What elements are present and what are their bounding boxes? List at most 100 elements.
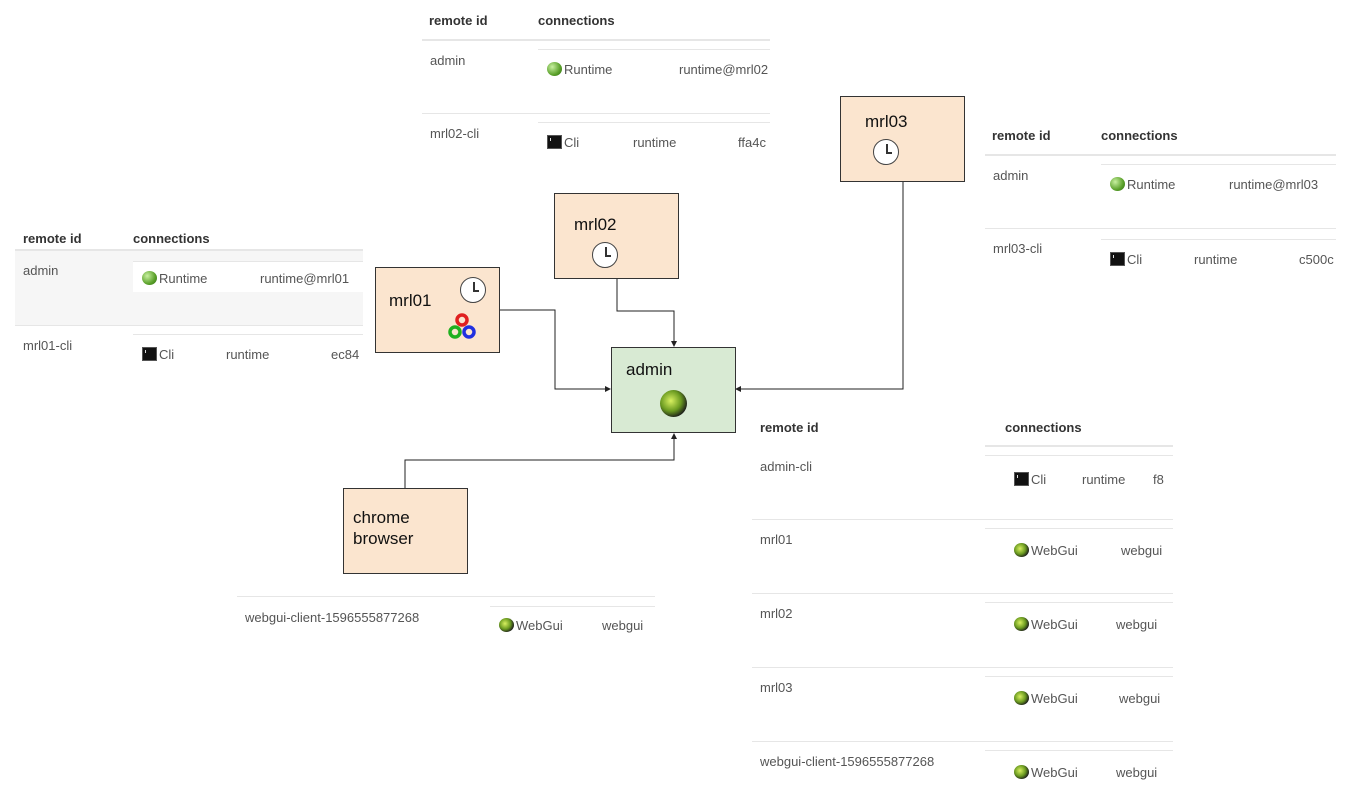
browser-to-admin-line [404,433,677,488]
terminal-icon [1014,472,1029,486]
connection-name: webgui [1119,691,1161,706]
remote-id: webgui-client-1596555877268 [760,754,935,769]
connection[interactable]: Runtime runtime@mrl02 [538,49,770,88]
connection-id: c500c [1299,252,1334,267]
connection-name: runtime@mrl02 [679,62,769,77]
remote-id: mrl03 [760,680,793,695]
connection-type: WebGui [1031,543,1078,558]
terminal-icon [142,347,157,361]
remote-id: mrl01 [760,532,793,547]
runtime-icon [142,271,157,285]
remote-id: admin [23,263,59,278]
header-remote-id: remote id [23,231,82,246]
admin-connections-table: remote id connections admin-cli Cli runt… [752,405,1173,800]
globe-icon [1014,765,1029,779]
connection[interactable]: WebGui webgui [985,602,1173,641]
table-row[interactable]: admin Runtime runtime@mrl01 [15,251,363,325]
connection-name: runtime [226,347,270,362]
connection-type: WebGui [516,618,563,633]
remote-id: admin-cli [760,459,813,474]
connection-type: Cli [1031,472,1047,487]
admin-node[interactable]: admin [611,347,736,433]
connection[interactable]: Runtime runtime@mrl01 [133,261,363,292]
header-connections: connections [538,13,615,28]
remote-id: admin [993,168,1029,183]
mrl02-node[interactable]: mrl02 [554,193,679,279]
header-connections: connections [1101,128,1178,143]
table-row[interactable]: mrl03 WebGui webgui [752,667,1173,742]
table-row[interactable]: mrl02-cli Cli runtime ffa4c [422,113,770,160]
connection[interactable]: WebGui webgui [985,676,1173,715]
connection-id: f8 [1153,472,1164,487]
table-row[interactable]: admin Runtime runtime@mrl02 [422,41,770,113]
connection-type: Runtime [564,62,613,77]
connection-id: ec84 [331,347,360,362]
remote-id: mrl02-cli [430,126,480,141]
table-row[interactable]: mrl01 WebGui webgui [752,519,1173,594]
connection-name: runtime [1082,472,1126,487]
globe-icon [1014,691,1029,705]
node-label: mrl01 [389,291,432,310]
connection-type: WebGui [1031,765,1078,780]
connection[interactable]: Cli runtime c500c [1101,239,1336,278]
table-row[interactable]: webgui-client-1596555877268 WebGui webgu… [237,596,655,656]
mrl03-connections-table: remote id connections admin Runtime runt… [985,115,1336,290]
remote-id: mrl03-cli [993,241,1043,256]
clock-icon [460,277,486,303]
connection[interactable]: Cli runtime ffa4c [538,122,770,160]
header-remote-id: remote id [992,128,1051,143]
mrl01-to-admin-line [499,309,611,392]
connection-type: Cli [564,135,580,150]
remote-id: admin [430,53,466,68]
table-row[interactable]: admin-cli Cli runtime f8 [752,447,1173,519]
table-row[interactable]: webgui-client-1596555877268 WebGui webgu… [752,741,1173,800]
mrl03-node[interactable]: mrl03 [840,96,965,182]
connection[interactable]: Cli runtime f8 [985,455,1173,494]
connection[interactable]: Runtime runtime@mrl03 [1101,164,1336,203]
browser-connections-table: webgui-client-1596555877268 WebGui webgu… [237,596,655,656]
terminal-icon [1110,252,1125,266]
node-label: chrome browser [353,508,414,548]
globe-icon [1014,543,1029,557]
connection-name: webgui [602,618,644,633]
table-row[interactable]: mrl02 WebGui webgui [752,593,1173,668]
connection-name: runtime [633,135,677,150]
mrl01-node[interactable]: mrl01 [375,267,500,353]
clock-icon [873,139,899,165]
table-row[interactable]: admin Runtime runtime@mrl03 [985,156,1336,228]
connection[interactable]: WebGui webgui [985,750,1173,789]
connection-name: runtime@mrl01 [260,271,350,286]
connection-name: webgui [1116,765,1158,780]
connection-type: Runtime [159,271,208,286]
connection-type: Cli [159,347,175,362]
connection[interactable]: WebGui webgui [985,528,1173,567]
connection-name: webgui [1121,543,1163,558]
mrl02-to-admin-line [616,278,677,347]
header-connections: connections [133,231,210,246]
mrl03-to-admin-line [735,181,904,392]
connection-type: Runtime [1127,177,1176,192]
connection-id: ffa4c [738,135,766,150]
connection-name: runtime@mrl03 [1229,177,1319,192]
remote-id: mrl01-cli [23,338,73,353]
globe-icon [660,390,687,417]
connection[interactable]: WebGui webgui [490,606,655,645]
opencv-logo-icon [448,313,476,339]
chrome-browser-node[interactable]: chrome browser [343,488,468,574]
connection-type: WebGui [1031,691,1078,706]
connection-type: Cli [1127,252,1143,267]
clock-icon [592,242,618,268]
remote-id: webgui-client-1596555877268 [245,610,420,625]
table-row[interactable]: mrl01-cli Cli runtime ec84 [15,325,363,378]
terminal-icon [547,135,562,149]
connection[interactable]: Cli runtime ec84 [133,334,363,373]
mrl02-connections-table: remote id connections admin Runtime runt… [422,0,770,160]
globe-icon [499,618,514,632]
node-label: mrl03 [865,112,908,131]
header-remote-id: remote id [760,420,819,435]
remote-id: mrl02 [760,606,793,621]
connection-name: runtime [1194,252,1238,267]
node-label: admin [626,360,673,379]
table-row[interactable]: mrl03-cli Cli runtime c500c [985,228,1336,290]
